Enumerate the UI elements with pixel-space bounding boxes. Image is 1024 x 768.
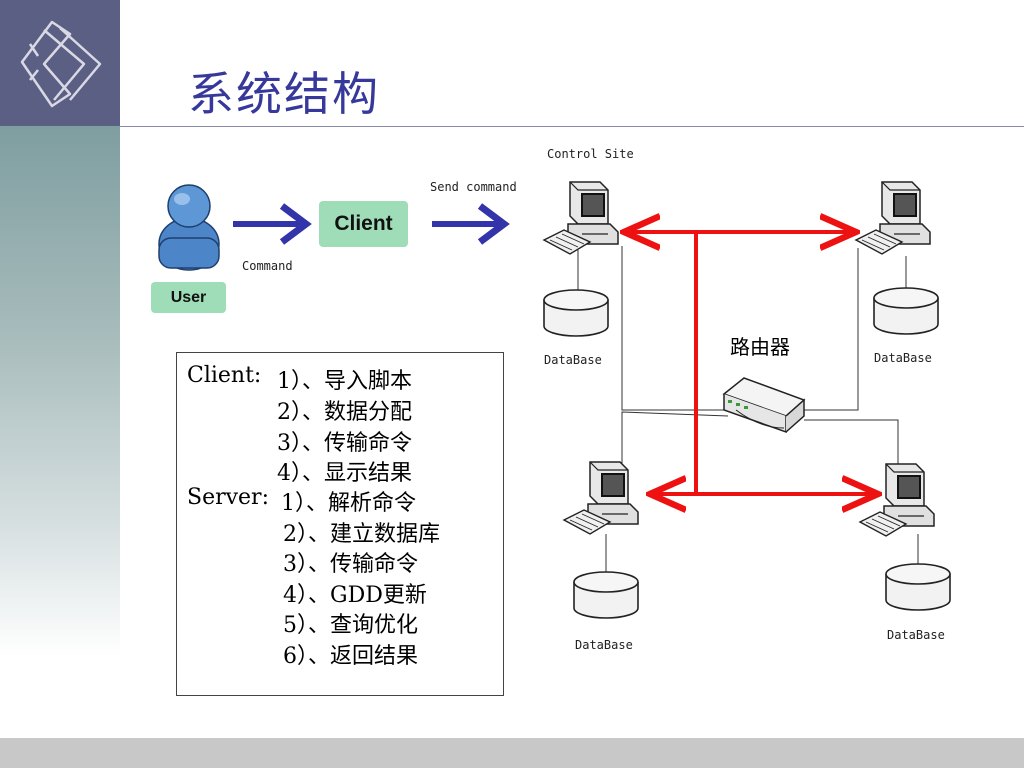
computer-icon: [859, 463, 935, 537]
send-command-label: Send command: [430, 180, 517, 194]
database-label: DataBase: [544, 353, 602, 367]
user-icon: [158, 184, 220, 271]
server-item: 2）、建立数据库: [283, 522, 440, 547]
control-site-label: Control Site: [547, 147, 634, 161]
server-item: 1）、解析命令: [281, 491, 416, 516]
server-item: 6）、返回结果: [283, 644, 418, 669]
server-item: 5）、查询优化: [283, 613, 418, 638]
database-icon: [543, 289, 609, 337]
database-label: DataBase: [575, 638, 633, 652]
user-tag: User: [151, 282, 226, 313]
computer-icon: [543, 181, 619, 255]
function-list-box: Client: 1）、导入脚本 2）、数据分配 3）、传输命令 4）、显示结果 …: [176, 352, 504, 696]
client-item: 2）、数据分配: [277, 400, 412, 425]
server-item: 3）、传输命令: [283, 552, 418, 577]
computer-icon: [855, 181, 931, 255]
arrow-client-to-control: [432, 203, 510, 245]
title-divider: [120, 126, 1024, 127]
client-item: 3）、传输命令: [277, 431, 412, 456]
database-icon: [885, 563, 951, 611]
router-label: 路由器: [730, 335, 790, 359]
red-links: [628, 232, 874, 494]
client-item: 1）、导入脚本: [277, 369, 412, 394]
database-icon: [573, 571, 639, 619]
command-label: Command: [242, 259, 293, 273]
client-tag: Client: [319, 201, 408, 247]
logo-icon: [20, 20, 102, 108]
database-icon: [873, 287, 939, 335]
database-label: DataBase: [874, 351, 932, 365]
computer-icon: [563, 461, 639, 535]
client-item: 4）、显示结果: [277, 461, 412, 486]
server-heading: Server:: [187, 485, 269, 510]
footer-bar: [0, 738, 1024, 768]
logo-box: [0, 0, 120, 126]
client-heading: Client:: [187, 363, 262, 388]
server-item: 4）、GDD更新: [283, 583, 427, 608]
left-gradient-bar: [0, 126, 120, 656]
arrow-user-to-client: [233, 203, 312, 245]
router-icon: [722, 377, 806, 434]
page-title: 系统结构: [188, 67, 380, 121]
database-label: DataBase: [887, 628, 945, 642]
